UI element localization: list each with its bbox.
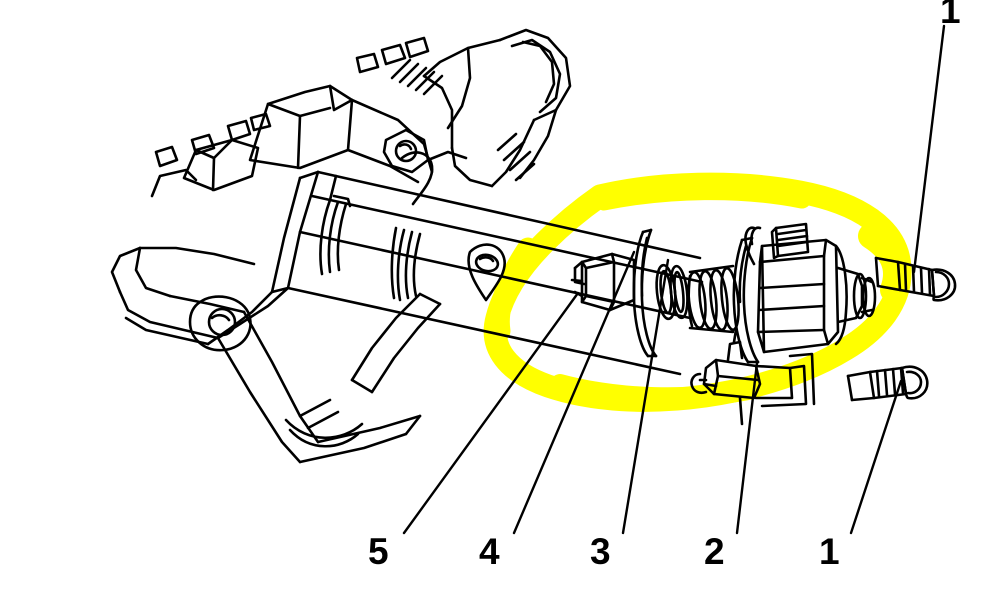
callout-label-2: 2	[704, 531, 725, 572]
callout-label-1-bottom: 1	[819, 531, 840, 572]
callout-label-3: 3	[590, 531, 611, 572]
mounting-bolt-upper	[874, 256, 957, 302]
mounting-bolt-lower	[846, 365, 929, 402]
leader-3	[621, 258, 670, 535]
leader-1-bottom	[849, 379, 903, 535]
callout-label-5: 5	[368, 531, 389, 572]
callout-label-1-top: 1	[940, 0, 961, 31]
steering-column-linework	[110, 28, 957, 464]
leader-4	[512, 250, 636, 535]
highlight-annotation	[483, 172, 912, 412]
callout-label-4: 4	[479, 531, 500, 572]
leader-1-top	[912, 24, 946, 274]
leader-2	[735, 361, 759, 535]
callout-leader-lines	[402, 24, 946, 535]
leader-5	[402, 291, 580, 535]
